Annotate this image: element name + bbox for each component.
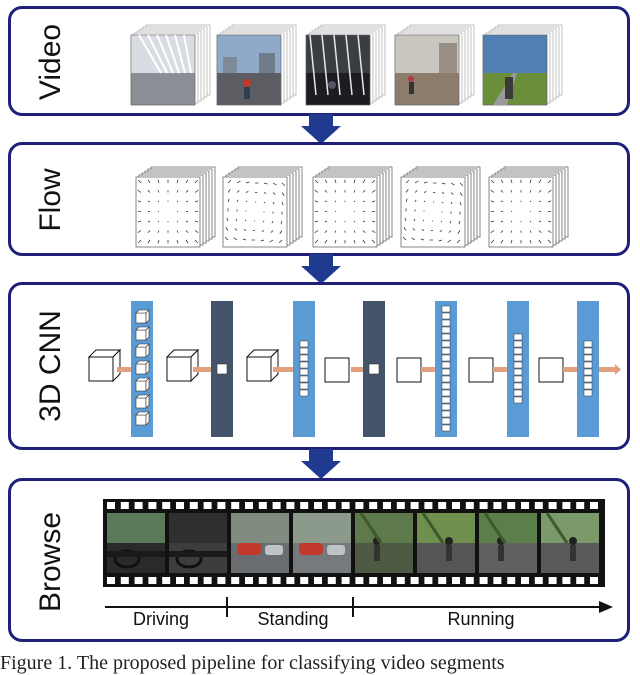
video-clip-dark-street: [306, 25, 385, 105]
video-clip-grassy-road: [483, 25, 562, 105]
feature-map-1: [325, 358, 349, 382]
figure-caption: Figure 1. The proposed pipeline for clas…: [0, 652, 640, 675]
cnn-layer-4: [363, 301, 385, 437]
flow-fields: [21, 147, 621, 255]
feature-cube-3: [247, 350, 278, 381]
segment-label-driving: Driving: [111, 609, 211, 630]
film-frame-1: [107, 513, 165, 573]
video-clip-street-runners: [217, 25, 296, 105]
feature-map-3: [469, 358, 493, 382]
flow-field-1: [136, 167, 215, 247]
cnn-layer-2: [211, 301, 233, 437]
feature-map-4: [539, 358, 563, 382]
cnn-layer-1: [131, 301, 153, 437]
cnn-layer-5: [435, 301, 457, 437]
cnn-layer-6: [507, 301, 529, 437]
cnn-arrow-8: [597, 364, 621, 375]
feature-map-2: [397, 358, 421, 382]
cnn-panel: 3D CNN: [8, 282, 630, 450]
segment-label-standing: Standing: [233, 609, 353, 630]
cnn-architecture: [21, 287, 621, 447]
browse-panel: Browse Driving Standing Running: [8, 478, 630, 642]
down-arrow-3: [301, 449, 341, 479]
feature-cube-1: [89, 350, 120, 381]
cnn-layer-3: [293, 301, 315, 437]
film-frame-5: [355, 513, 413, 573]
video-clip-campus-plaza: [395, 25, 474, 105]
flow-field-4: [401, 167, 480, 247]
flow-field-3: [313, 167, 392, 247]
down-arrow-1: [301, 114, 341, 144]
flow-field-2: [223, 167, 302, 247]
film-frame-8: [541, 513, 599, 573]
cnn-layer-7: [577, 301, 599, 437]
film-frame-7: [479, 513, 537, 573]
feature-cube-2: [167, 350, 198, 381]
video-clips: [21, 11, 621, 111]
film-frame-4: [293, 513, 351, 573]
film-frame-3: [231, 513, 289, 573]
film-frame-2: [169, 513, 227, 573]
video-clip-building-facade: [131, 25, 210, 105]
segment-label-running: Running: [381, 609, 581, 630]
flow-field-5: [489, 167, 568, 247]
down-arrow-2: [301, 254, 341, 284]
video-panel: Video: [8, 6, 630, 116]
flow-panel: Flow: [8, 142, 630, 256]
film-frame-6: [417, 513, 475, 573]
